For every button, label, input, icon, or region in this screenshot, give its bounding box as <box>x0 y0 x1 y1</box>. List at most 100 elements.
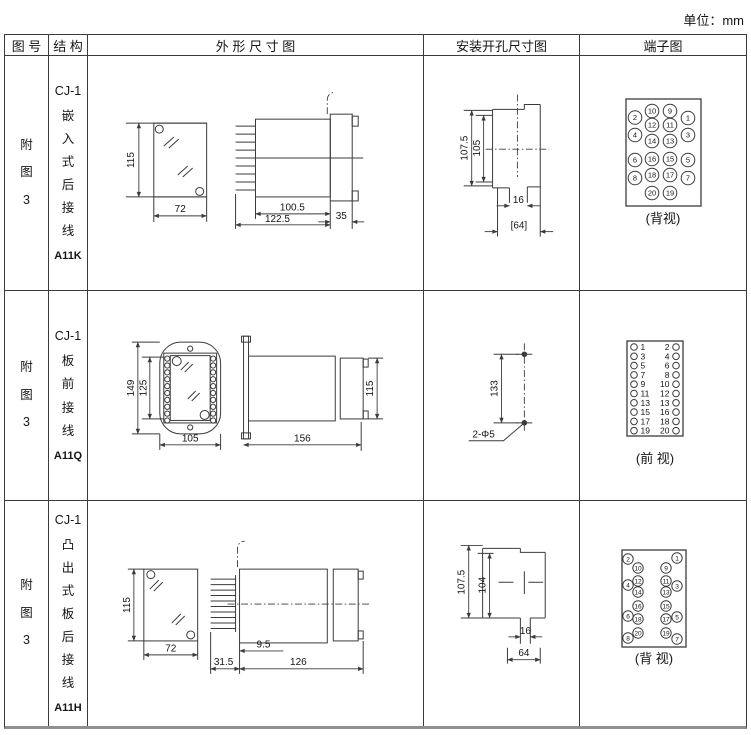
view-label-row2: (前 视) <box>636 451 674 466</box>
front-view-row2: 149 125 105 <box>126 341 222 450</box>
terminal-number: 3 <box>641 351 646 361</box>
fig-no-row2: 附图3 <box>20 360 33 430</box>
dim-label: 149 <box>126 379 137 396</box>
terminal-block-row3: 10 12 14 16 18 20 9 11 13 15 17 19 2 4 6… <box>621 549 687 648</box>
terminal-number: 8 <box>633 173 637 182</box>
terminal-number: 13 <box>662 589 670 596</box>
dim-label: 35 <box>336 210 348 221</box>
fig-no-cell-row3: 附图3 <box>5 501 49 726</box>
terminal-diagram-row1: 10 12 14 16 18 20 9 11 13 15 17 19 2 4 6… <box>625 97 702 226</box>
terminal-number: 12 <box>660 388 670 398</box>
outline-cell-row3: 115 72 9.5 31.5 <box>88 501 424 726</box>
header-structure: 结 构 <box>49 35 88 56</box>
structure-cell-row1: CJ-1 嵌入式后接线 A11K <box>49 56 88 291</box>
terminal-diagram-row2: 1 3 5 7 9 11 13 15 17 19 2 4 6 8 10 12 1 <box>626 339 684 466</box>
terminal-number: 15 <box>666 154 674 163</box>
install-drawing-row2: 133 2-Φ5 <box>468 342 533 441</box>
install-drawing-row3: 107.5 104 16 64 <box>457 544 546 664</box>
structure-cell-row3: CJ-1 凸出式板后接线 A11H <box>49 501 88 726</box>
install-cell-row3: 107.5 104 16 64 <box>424 501 580 726</box>
fig-no-cell-row2: 附图3 <box>5 291 49 501</box>
hole-spec-label: 2-Φ5 <box>472 429 495 440</box>
dim-label: 72 <box>165 643 177 654</box>
dim-label: 31.5 <box>214 657 234 668</box>
terminal-number: 20 <box>660 425 670 435</box>
dim-label: 115 <box>122 597 133 613</box>
fig-no-row1: 附图3 <box>20 137 33 207</box>
dim-label: 122.5 <box>265 213 290 224</box>
model-row1: CJ-1 <box>54 83 82 98</box>
terminal-number: 6 <box>626 613 630 620</box>
terminal-number: 3 <box>675 583 679 590</box>
terminal-number: 14 <box>634 589 642 596</box>
terminal-number: 17 <box>641 416 651 426</box>
terminal-number: 13 <box>660 397 670 407</box>
terminal-number: 1 <box>641 342 646 352</box>
terminal-number: 9 <box>641 379 646 389</box>
header-fig-no: 图 号 <box>5 35 49 56</box>
terminal-number: 6 <box>665 360 670 370</box>
terminal-number: 19 <box>662 630 670 637</box>
install-dims-row1: 107.5 105 16 [64] <box>460 109 554 237</box>
dim-label: 107.5 <box>457 569 468 594</box>
terminal-number: 18 <box>660 416 670 426</box>
structure-type-row2: 板前接线 <box>61 354 75 438</box>
dim-label: 16 <box>513 194 525 205</box>
terminal-number: 15 <box>641 407 651 417</box>
terminal-number: 17 <box>666 170 674 179</box>
terminal-number: 16 <box>634 603 642 610</box>
header-terminal: 端子图 <box>580 35 746 56</box>
fig-no-cell-row1: 附图3 <box>5 56 49 291</box>
terminal-number: 13 <box>641 397 651 407</box>
terminal-diagram-row3: 10 12 14 16 18 20 9 11 13 15 17 19 2 4 6… <box>621 549 687 666</box>
outline-cell-row2: 149 125 105 115 <box>88 291 424 501</box>
dim-label: 104 <box>478 576 489 593</box>
model-row2: CJ-1 <box>54 329 82 344</box>
dim-label: 115 <box>365 380 376 396</box>
dim-label: 126 <box>290 657 307 668</box>
dim-label: 64 <box>518 648 530 659</box>
terminal-number: 16 <box>648 154 656 163</box>
terminal-number: 11 <box>666 120 674 129</box>
terminal-number: 5 <box>686 155 690 164</box>
terminal-number: 8 <box>626 635 630 642</box>
terminal-number: 18 <box>648 170 656 179</box>
terminal-number: 4 <box>633 130 637 139</box>
side-view-row2: 115 156 <box>241 335 384 451</box>
dim-label: 107.5 <box>460 135 471 160</box>
terminal-number: 5 <box>641 360 646 370</box>
spec-table: 图 号 结 构 外 形 尺 寸 图 安装开孔尺寸图 端子图 附图3 CJ-1 嵌… <box>4 34 747 729</box>
terminal-block-row1: 10 12 14 16 18 20 9 11 13 15 17 19 2 4 6… <box>625 97 702 207</box>
terminal-block-row2: 1 3 5 7 9 11 13 15 17 19 2 4 6 8 10 12 1 <box>626 339 684 437</box>
front-view-row3: 115 72 <box>122 568 199 660</box>
terminal-number: 6 <box>633 155 637 164</box>
header-outline: 外 形 尺 寸 图 <box>88 35 424 56</box>
model-row3: CJ-1 <box>54 512 82 527</box>
outline-drawing-row3: 115 72 9.5 31.5 <box>122 540 371 674</box>
outline-drawing-row1: 115 72 100.5 122.5 <box>126 91 365 229</box>
terminal-number: 3 <box>686 130 690 139</box>
model-code-row3: A11H <box>54 702 82 715</box>
header-install: 安装开孔尺寸图 <box>424 35 580 56</box>
front-view-row1: 115 72 <box>126 122 208 222</box>
terminal-number: 2 <box>633 113 637 122</box>
dim-label: [64] <box>511 220 528 231</box>
terminal-number: 14 <box>648 136 656 145</box>
terminal-number: 18 <box>634 616 642 623</box>
terminal-number: 12 <box>648 120 656 129</box>
dim-label: 105 <box>472 139 483 156</box>
terminal-number: 8 <box>665 369 670 379</box>
dim-label: 115 <box>126 151 137 167</box>
terminal-number: 11 <box>641 388 650 398</box>
install-dims-row3: 107.5 104 16 64 <box>457 544 543 664</box>
unit-label: 单位：mm <box>683 13 744 28</box>
terminal-number: 19 <box>641 425 651 435</box>
terminal-number: 17 <box>662 616 670 623</box>
structure-type-row3: 凸出式板后接线 <box>61 537 75 691</box>
outline-drawing-row2: 149 125 105 115 <box>126 335 384 451</box>
terminal-number: 10 <box>648 106 656 115</box>
install-cell-row2: 133 2-Φ5 <box>424 291 580 501</box>
terminal-number: 9 <box>664 565 668 572</box>
terminal-number: 4 <box>665 351 670 361</box>
